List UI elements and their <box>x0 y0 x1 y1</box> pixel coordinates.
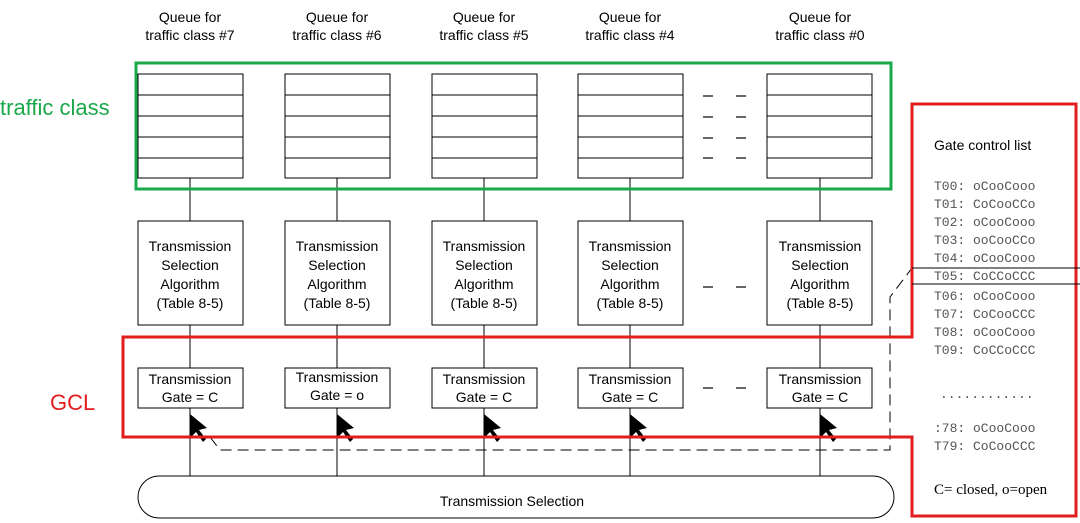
gcl-ellipsis: ............ <box>940 387 1034 402</box>
tsa-tc4-line2: Selection <box>601 257 659 273</box>
gate-tc6-line2: Gate = o <box>310 387 364 403</box>
tsa-tc6-line1: Transmission <box>296 238 379 254</box>
tsa-tc6-line3: Algorithm <box>307 276 366 292</box>
tsa-tc0-line1: Transmission <box>779 238 862 254</box>
queue-label-tc5-line1: Queue for <box>453 9 516 25</box>
gate-tc6-line1: Transmission <box>296 369 379 385</box>
tsa-box-tc5: Transmission Selection Algorithm (Table … <box>431 220 538 326</box>
tsa-tc4-line4: (Table 8-5) <box>597 295 664 311</box>
tsa-tc5-line1: Transmission <box>443 238 526 254</box>
gcl-entry-t08: T08: oCooCooo <box>934 325 1035 340</box>
gcl-entry-t06: T06: oCooCooo <box>934 289 1035 304</box>
gate-to-selection-connectors <box>189 408 821 476</box>
tsa-boxes: Transmission Selection Algorithm (Table … <box>137 220 873 326</box>
gate-arrow-tc5-icon <box>484 414 501 442</box>
gate-arrow-tc7-icon <box>190 414 207 442</box>
gcl-annotation: GCL <box>50 390 95 415</box>
tsa-tc7-line1: Transmission <box>149 238 232 254</box>
gcl-entry-t00: T00: oCooCooo <box>934 179 1035 194</box>
queue-stack-tc7 <box>137 73 244 179</box>
queue-label-tc4-line2: traffic class #4 <box>585 27 674 43</box>
traffic-class-annotation: traffic class <box>0 95 110 120</box>
tsa-tc6-line4: (Table 8-5) <box>304 295 371 311</box>
gcl-highlight <box>121 102 1078 518</box>
gcl-entry-t05: T05: CoCCoCCC <box>934 269 1036 284</box>
gate-tc4-line2: Gate = C <box>602 389 658 405</box>
gate-tc5-line1: Transmission <box>443 371 526 387</box>
gate-boxes: Transmission Gate = C Transmission Gate … <box>137 367 873 409</box>
gate-tc7-line1: Transmission <box>149 371 232 387</box>
gate-box-tc6: Transmission Gate = o <box>284 367 391 409</box>
gate-tc0-line1: Transmission <box>779 371 862 387</box>
queue-stack-tc4 <box>577 73 684 179</box>
tsa-box-tc6: Transmission Selection Algorithm (Table … <box>284 220 391 326</box>
tsa-tc5-line2: Selection <box>455 257 513 273</box>
transmission-selection: Transmission Selection <box>137 475 895 519</box>
gcl-entry-t07: T07: CoCooCCC <box>934 307 1036 322</box>
queue-label-tc5-line2: traffic class #5 <box>439 27 528 43</box>
queue-label-tc0-line1: Queue for <box>789 9 852 25</box>
gcl-legend: C= closed, o=open <box>934 482 1048 498</box>
tsa-tc5-line4: (Table 8-5) <box>451 295 518 311</box>
gate-tc7-line2: Gate = C <box>162 389 218 405</box>
transmission-selection-label: Transmission Selection <box>440 493 584 509</box>
gate-arrows <box>190 414 837 442</box>
queue-ellipsis-dashes <box>703 95 746 159</box>
tsa-tc5-line3: Algorithm <box>454 276 513 292</box>
tsa-tc6-line2: Selection <box>308 257 366 273</box>
queue-stacks <box>137 73 873 179</box>
gate-box-tc5: Transmission Gate = C <box>431 367 538 409</box>
queue-labels: Queue for traffic class #7 Queue for tra… <box>145 9 864 43</box>
tsa-tc0-line3: Algorithm <box>790 276 849 292</box>
tsa-tc0-line4: (Table 8-5) <box>787 295 854 311</box>
tsa-tc0-line2: Selection <box>791 257 849 273</box>
gate-control-list-panel: Gate control list T00: oCooCooo T01: CoC… <box>912 137 1080 498</box>
gcl-entry-t09: T09: CoCCoCCC <box>934 343 1036 358</box>
gcl-title: Gate control list <box>934 137 1031 153</box>
gcl-control-dashed-path <box>209 267 913 451</box>
tsa-tc4-line1: Transmission <box>589 238 672 254</box>
gate-box-tc7: Transmission Gate = C <box>137 367 244 409</box>
gcl-entry-t03: T03: ooCooCCo <box>934 233 1035 248</box>
gate-tc0-line2: Gate = C <box>792 389 848 405</box>
gcl-entry-t02: T02: oCooCooo <box>934 215 1035 230</box>
tsa-box-tc4: Transmission Selection Algorithm (Table … <box>577 220 684 326</box>
gate-tc4-line1: Transmission <box>589 371 672 387</box>
queue-stack-tc5 <box>431 73 538 179</box>
queue-stack-tc0 <box>766 73 873 179</box>
queue-stack-tc6 <box>284 73 391 179</box>
tsa-box-tc7: Transmission Selection Algorithm (Table … <box>137 220 244 326</box>
gate-box-tc0: Transmission Gate = C <box>766 367 873 409</box>
gate-tc5-line2: Gate = C <box>456 389 512 405</box>
gate-arrow-tc6-icon <box>337 414 354 442</box>
queue-label-tc0-line2: traffic class #0 <box>775 27 864 43</box>
tsa-tc7-line2: Selection <box>161 257 219 273</box>
queue-label-tc4-line1: Queue for <box>599 9 662 25</box>
gcl-entry-t79: T79: CoCooCCC <box>934 439 1036 454</box>
gcl-entry-t01: T01: CoCooCCo <box>934 197 1035 212</box>
traffic-class-highlight <box>134 61 893 191</box>
tsa-tc7-line4: (Table 8-5) <box>157 295 224 311</box>
tsa-tc7-line3: Algorithm <box>160 276 219 292</box>
tsa-to-gate-connectors <box>189 325 821 368</box>
queue-label-tc6-line1: Queue for <box>306 9 369 25</box>
gate-arrow-tc4-icon <box>630 414 647 442</box>
queue-label-tc7-line1: Queue for <box>159 9 222 25</box>
gate-arrow-tc0-icon <box>820 414 837 442</box>
gcl-entry-t78: :78: oCooCooo <box>934 421 1035 436</box>
tsa-box-tc0: Transmission Selection Algorithm (Table … <box>766 220 873 326</box>
queue-label-tc6-line2: traffic class #6 <box>292 27 381 43</box>
gate-box-tc4: Transmission Gate = C <box>577 367 684 409</box>
queue-label-tc7-line2: traffic class #7 <box>145 27 234 43</box>
queue-to-tsa-connectors <box>189 178 821 221</box>
tsa-tc4-line3: Algorithm <box>600 276 659 292</box>
gcl-entry-t04: T04: oCooCooo <box>934 251 1035 266</box>
